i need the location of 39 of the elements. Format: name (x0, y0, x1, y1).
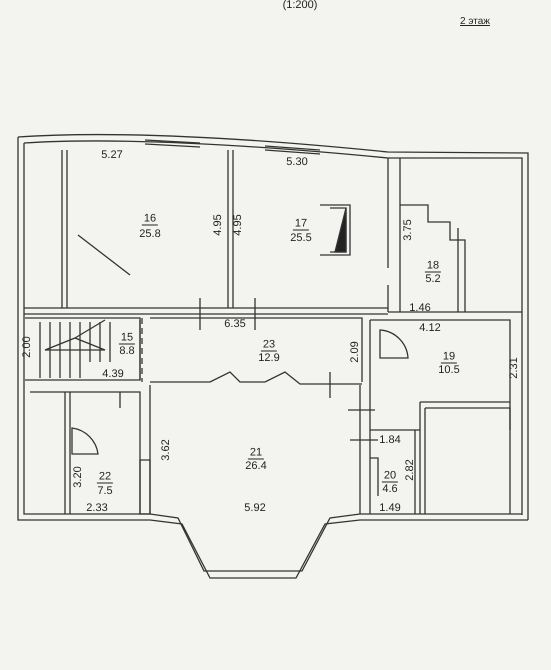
dimension-label: 4.39 (102, 368, 124, 380)
room-area: 8.8 (119, 345, 135, 357)
room-area: 4.6 (382, 483, 398, 495)
room-area: 26.4 (245, 460, 267, 472)
dimension-label: 2.33 (86, 502, 108, 514)
dimension-label: 5.27 (101, 149, 123, 161)
dimension-label: 6.35 (224, 318, 246, 330)
dimension-label: 4.95 (212, 214, 224, 236)
room-area: 25.8 (139, 228, 161, 240)
dimension-label: 2.82 (404, 459, 416, 481)
room-area: 12.9 (258, 352, 280, 364)
dimension-label: 2.09 (349, 341, 361, 363)
dimension-label: 2.31 (508, 357, 520, 379)
room-number: 15 (118, 332, 136, 344)
room-area: 25.5 (290, 232, 312, 244)
room-number: 18 (424, 260, 442, 272)
room-number: 22 (96, 470, 114, 484)
dimension-label: 1.84 (379, 434, 401, 446)
dimension-label: 1.49 (379, 502, 401, 514)
dimension-label: 3.62 (160, 439, 172, 461)
dimension-label: 3.20 (72, 466, 84, 488)
dimension-label: 2.00 (21, 336, 33, 358)
room-number: 23 (260, 338, 278, 352)
dimension-label: 3.75 (402, 219, 414, 241)
room-number: 16 (142, 212, 158, 226)
dimension-label: 4.95 (232, 214, 244, 236)
dimension-label: 5.30 (286, 156, 308, 168)
dimension-label: 1.46 (409, 302, 431, 314)
room-number: 17 (292, 218, 310, 230)
room-area: 7.5 (97, 485, 113, 497)
dimension-label: 4.12 (419, 322, 441, 334)
room-area: 10.5 (438, 364, 460, 376)
scale-label: (1:200) (282, 0, 318, 11)
floor-label: 2 этаж (460, 16, 490, 28)
dimension-label: 5.92 (244, 502, 266, 514)
room-number: 19 (440, 350, 458, 364)
room-number: 21 (248, 446, 264, 460)
room-area: 5.2 (425, 273, 441, 285)
room-number: 20 (382, 470, 398, 482)
